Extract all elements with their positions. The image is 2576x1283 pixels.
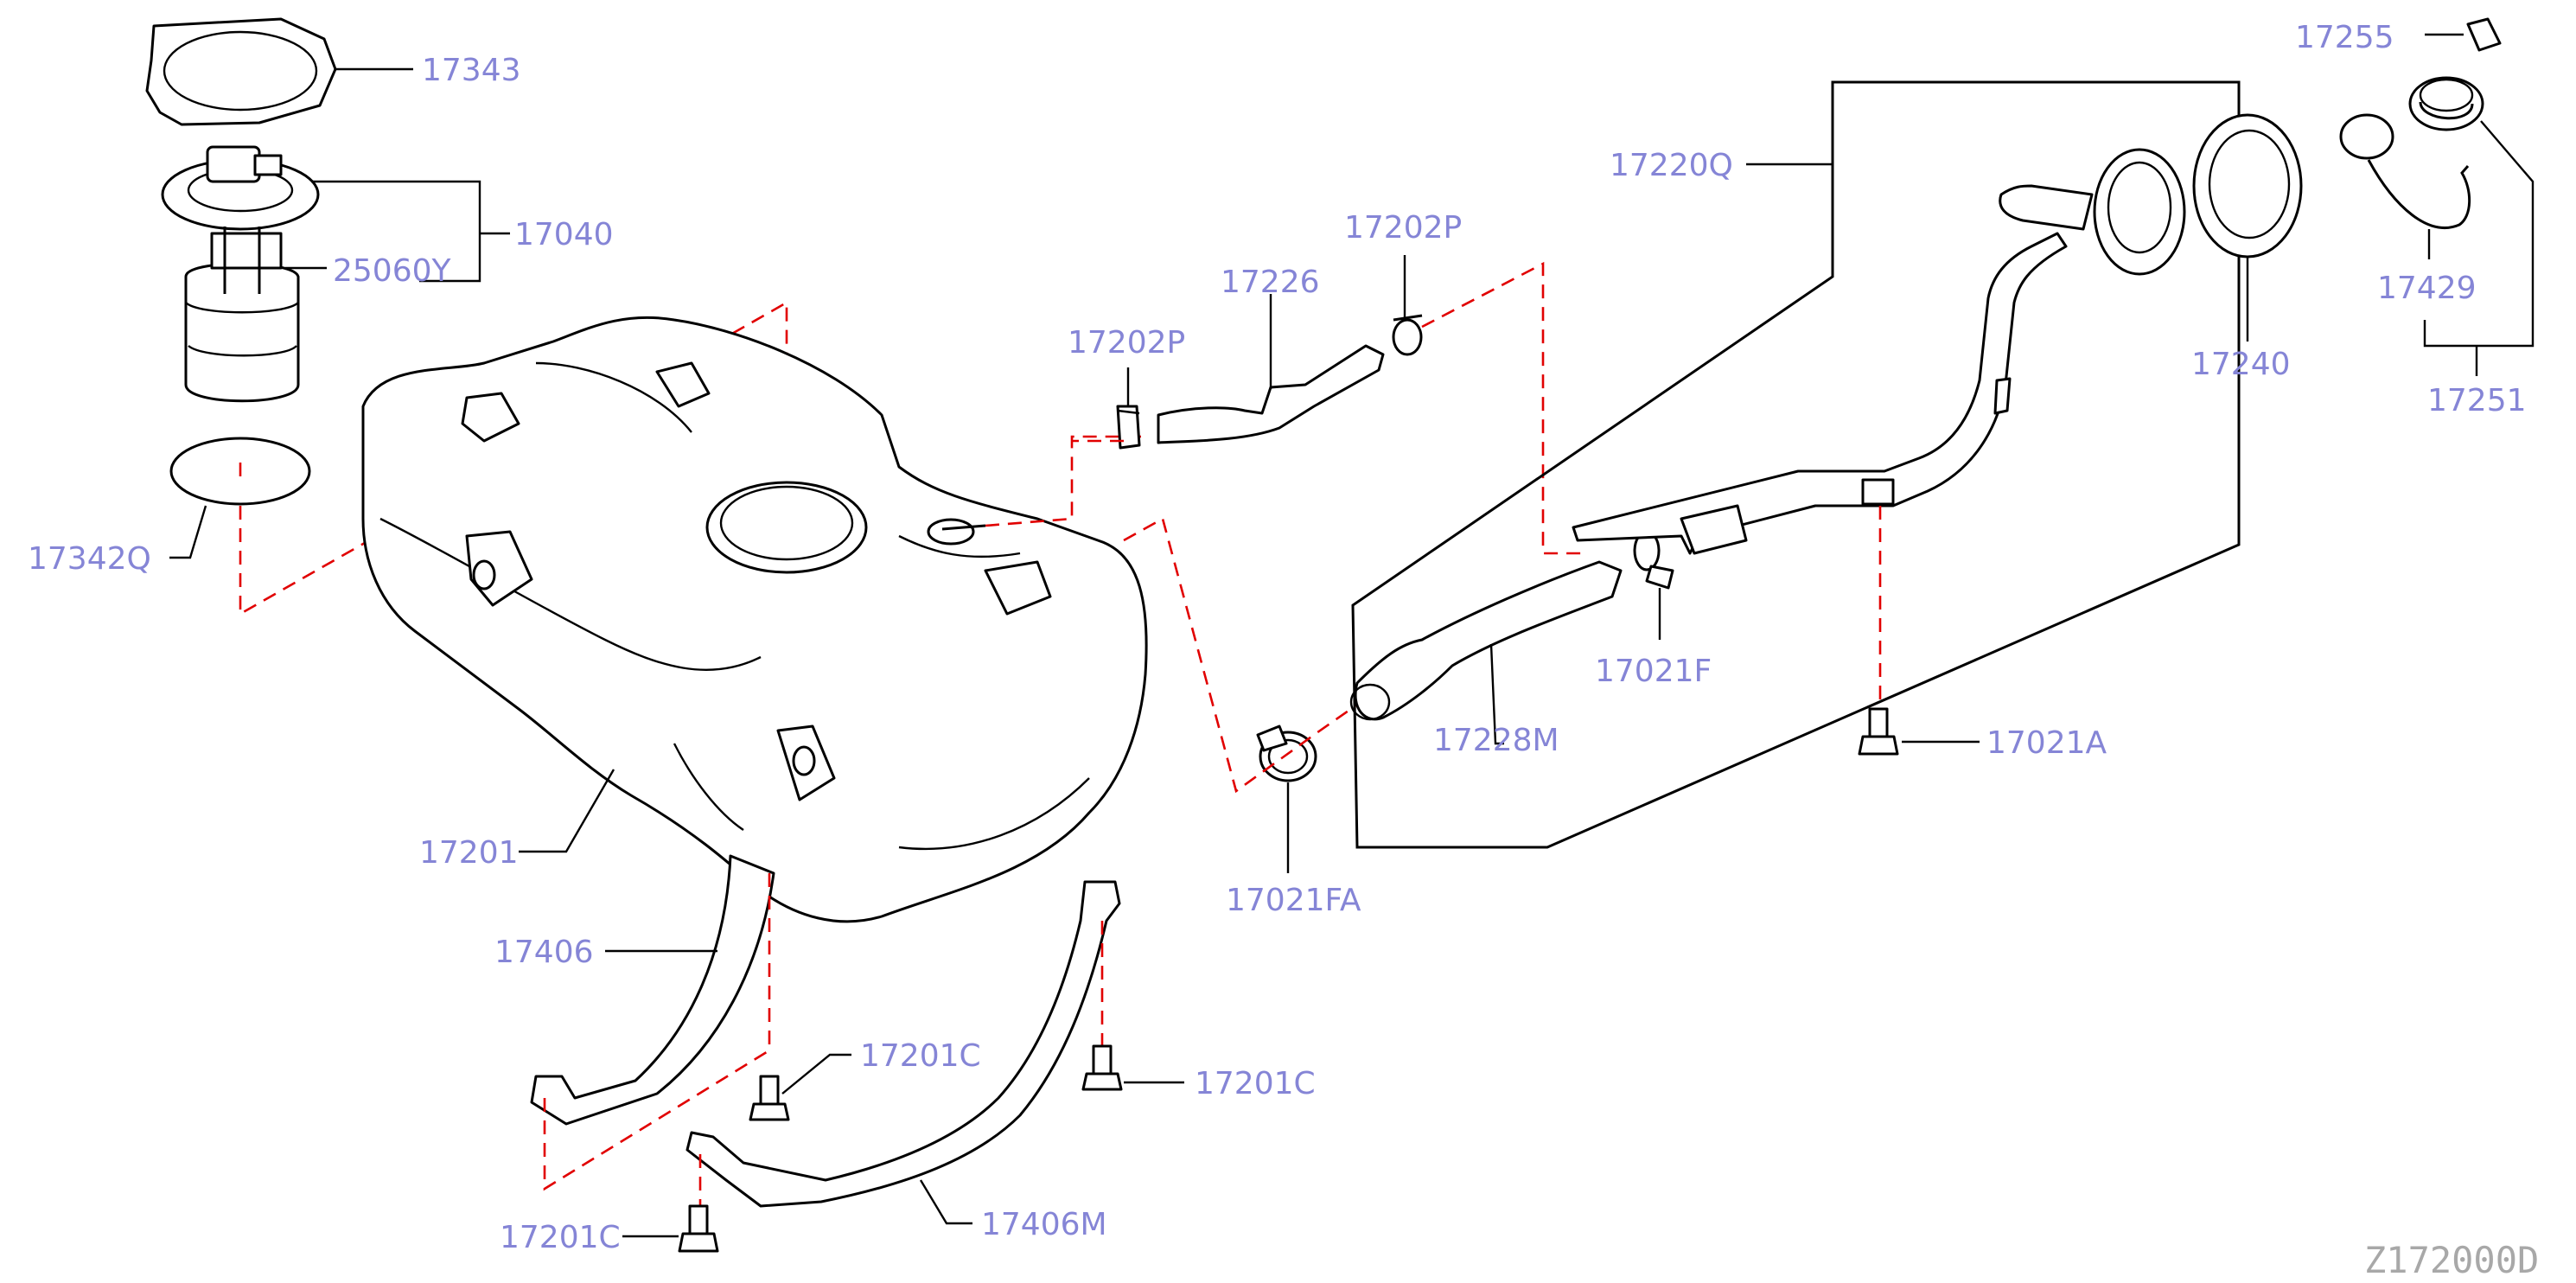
fuel-cap-17251[interactable] xyxy=(2408,76,2484,131)
fuel-pump-17040[interactable] xyxy=(161,145,320,403)
leader-17228M xyxy=(1489,643,1504,745)
part-label-17040[interactable]: 17040 xyxy=(514,217,614,252)
leader-17342Q xyxy=(169,505,207,559)
part-label-17021A[interactable]: 17021A xyxy=(1986,725,2107,761)
vent-hose-17226[interactable] xyxy=(1157,344,1385,444)
fuel-tank-17201[interactable] xyxy=(361,316,1148,923)
part-label-17201[interactable]: 17201 xyxy=(419,835,519,871)
ref-line-vent-b xyxy=(1421,261,1582,555)
part-label-17429[interactable]: 17429 xyxy=(2377,271,2477,306)
tank-band-17406M[interactable] xyxy=(685,880,1121,1208)
part-label-25060Y[interactable]: 25060Y xyxy=(333,253,452,289)
bolt-17021A[interactable] xyxy=(1858,707,1899,756)
tank-band-17406[interactable] xyxy=(530,854,775,1126)
leader-17040 xyxy=(311,180,510,283)
bolt-17201C-c[interactable] xyxy=(678,1204,719,1253)
part-label-17201C-b[interactable]: 17201C xyxy=(1195,1066,1316,1101)
clip-17202P-b[interactable] xyxy=(1392,314,1423,356)
part-label-17240[interactable]: 17240 xyxy=(2191,347,2291,382)
ref-line-vent xyxy=(985,435,1141,527)
lock-ring-17343[interactable] xyxy=(145,17,337,126)
ref-line-strap-c xyxy=(543,1049,770,1191)
clamp-17021FA[interactable] xyxy=(1256,724,1317,782)
diagram-code: Z172000D xyxy=(2364,1239,2539,1281)
part-label-17021FA[interactable]: 17021FA xyxy=(1226,883,1361,918)
assembly-frame-17220Q xyxy=(1351,80,2241,849)
bolt-17201C-b[interactable] xyxy=(1081,1044,1123,1091)
leader-17251-bracket xyxy=(2423,120,2535,348)
part-label-17343[interactable]: 17343 xyxy=(422,53,521,88)
part-label-17201C-c[interactable]: 17201C xyxy=(500,1220,621,1255)
clip-17202P-a[interactable] xyxy=(1116,405,1141,450)
filler-seal-17240[interactable] xyxy=(2192,113,2303,259)
o-ring-17342Q[interactable] xyxy=(169,437,311,506)
tether-17429[interactable] xyxy=(2339,113,2471,229)
part-label-17226[interactable]: 17226 xyxy=(1221,265,1320,300)
leader-17201 xyxy=(519,769,615,853)
ref-line-filler xyxy=(1123,517,1358,794)
retainer-17255[interactable] xyxy=(2466,17,2502,52)
part-label-17251[interactable]: 17251 xyxy=(2427,383,2527,418)
bolt-17201C-a[interactable] xyxy=(749,1075,790,1121)
part-label-17342Q[interactable]: 17342Q xyxy=(28,541,151,577)
part-label-17220Q[interactable]: 17220Q xyxy=(1610,148,1733,183)
part-label-17228M[interactable]: 17228M xyxy=(1433,723,1559,758)
part-label-17202P-a[interactable]: 17202P xyxy=(1068,325,1185,361)
part-label-17406[interactable]: 17406 xyxy=(494,935,594,970)
part-label-17255[interactable]: 17255 xyxy=(2295,20,2394,55)
part-label-17202P-b[interactable]: 17202P xyxy=(1344,210,1462,246)
filler-pipe-17220Q[interactable] xyxy=(1572,148,2186,555)
ref-line-pump-tank xyxy=(239,300,788,616)
clamp-17021F[interactable] xyxy=(1633,530,1674,590)
leader-17201C-a xyxy=(781,1053,851,1095)
leader-17406M xyxy=(919,1179,972,1225)
part-label-17406M[interactable]: 17406M xyxy=(981,1207,1107,1242)
part-label-17021F[interactable]: 17021F xyxy=(1595,654,1712,689)
part-label-17201C-a[interactable]: 17201C xyxy=(860,1038,981,1074)
filler-hose-17228M[interactable] xyxy=(1354,560,1623,721)
